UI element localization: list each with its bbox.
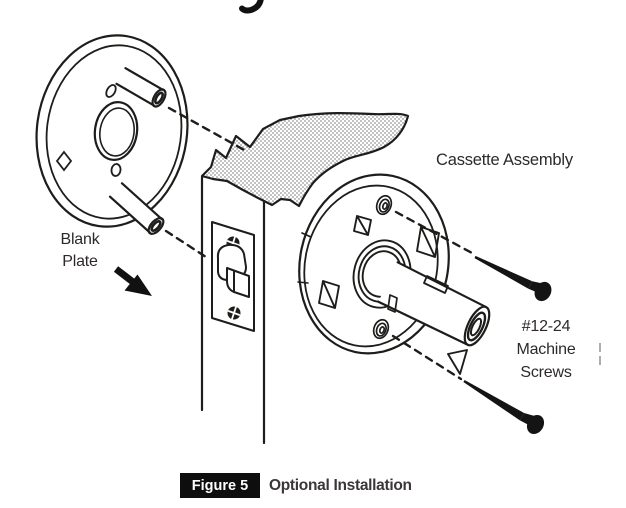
blank-plate-center-hole bbox=[93, 101, 139, 161]
round-hole-icon bbox=[110, 163, 122, 177]
spindle-slot bbox=[423, 275, 449, 294]
mounting-post-lower bbox=[108, 182, 165, 235]
machine-screws-label: #12-24 Machine Screws bbox=[501, 315, 591, 384]
machine-screw-lower bbox=[463, 380, 545, 435]
blank-plate-label-line2: Plate bbox=[62, 253, 98, 270]
latch-faceplate bbox=[211, 221, 255, 332]
cassette-assembly bbox=[297, 173, 491, 375]
truncated-title-descender-icon bbox=[239, 0, 264, 14]
direction-arrow-icon bbox=[113, 266, 152, 296]
post-base-hole bbox=[105, 84, 117, 98]
mounting-post-upper bbox=[115, 67, 167, 108]
alignment-dashed-lines bbox=[164, 106, 474, 381]
figure-caption: Figure 5 Optional Installation bbox=[180, 473, 412, 498]
diamond-hole-icon bbox=[55, 150, 73, 172]
threaded-hole-lower-icon bbox=[372, 318, 390, 340]
door-edge-with-latch bbox=[200, 112, 410, 445]
door-break-surface bbox=[200, 112, 410, 208]
blank-plate-label-line1: Blank bbox=[60, 231, 100, 248]
latch-screw-bottom-icon bbox=[227, 306, 241, 320]
machine-screw-upper bbox=[474, 255, 552, 302]
blank-plate-label: Blank Plate bbox=[38, 229, 122, 273]
spindle bbox=[377, 261, 491, 347]
figure-caption-title: Optional Installation bbox=[269, 476, 412, 494]
machine-screws-label-line3: Screws bbox=[520, 364, 572, 381]
blank-plate bbox=[35, 34, 189, 235]
spindle-wedge bbox=[447, 349, 468, 375]
cassette-assembly-label: Cassette Assembly bbox=[436, 151, 573, 169]
machine-screws-label-line2: Machine bbox=[516, 341, 576, 358]
latch-bolt bbox=[216, 243, 250, 298]
figure-number-badge: Figure 5 bbox=[180, 473, 260, 498]
threaded-hole-upper-icon bbox=[375, 194, 393, 216]
machine-screws-label-line1: #12-24 bbox=[521, 318, 571, 335]
